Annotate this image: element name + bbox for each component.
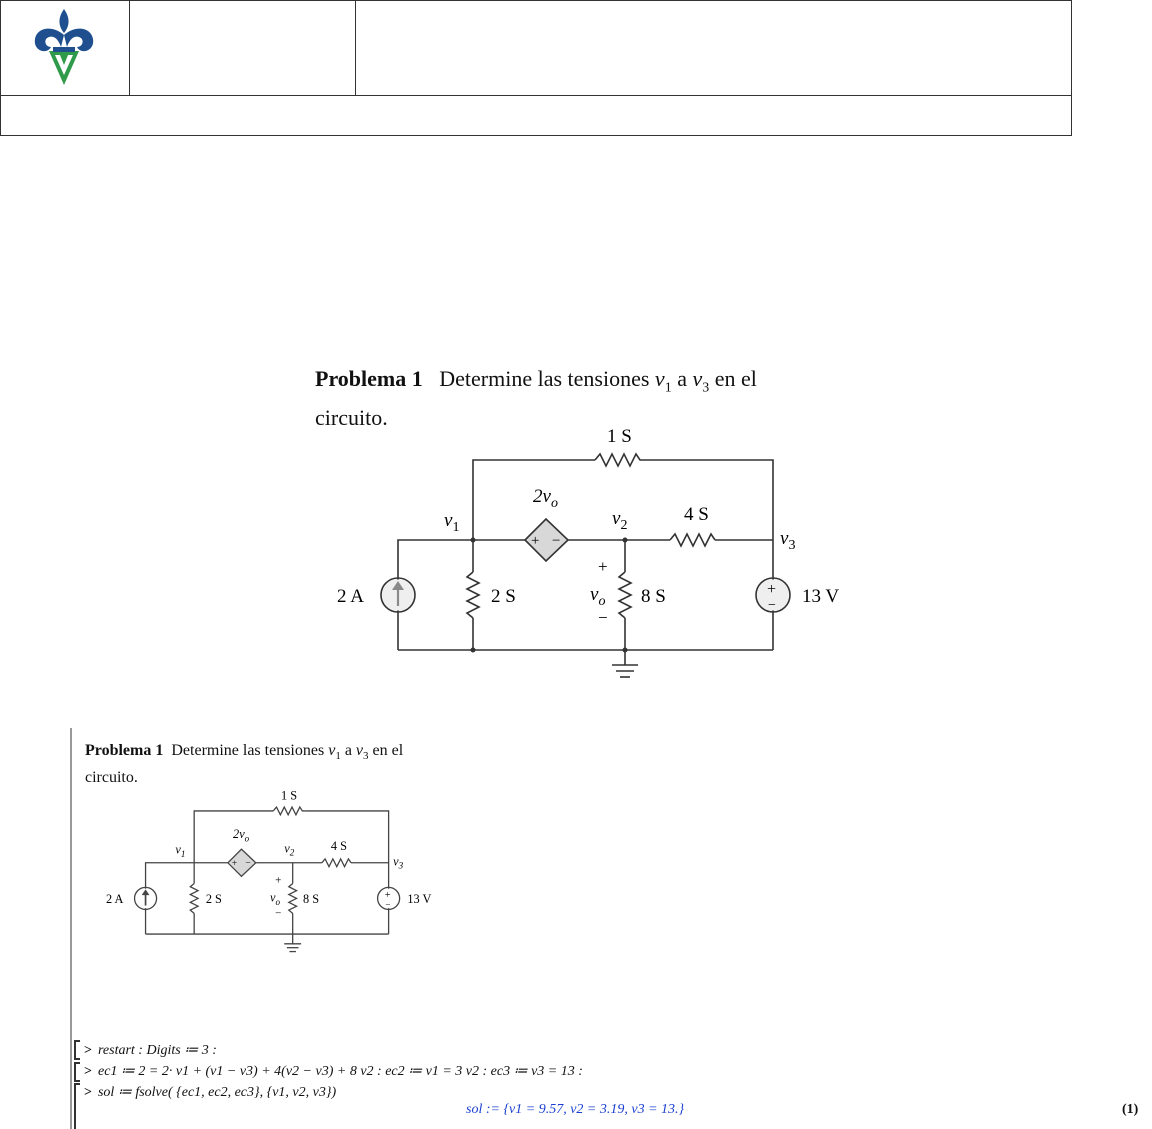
var-small-v3-sub: 3 <box>363 750 369 763</box>
problem-small-text-c: en el <box>368 742 404 759</box>
src-minus: − <box>768 598 776 613</box>
var-small-v1: v <box>328 742 336 759</box>
label-dep-sub-small: o <box>245 833 250 843</box>
problem-label: Problema 1 <box>315 366 423 391</box>
label-node-v1-sub-small: 1 <box>181 849 186 859</box>
var-v1-sub: 1 <box>664 380 672 396</box>
label-voltage-source: 13 V <box>802 586 839 607</box>
label-node-v3-sub: 3 <box>788 538 795 553</box>
problem-line2: circuito. <box>315 405 388 431</box>
svg-text:v2: v2 <box>284 841 294 857</box>
circuit-diagram-small: + − + − 1 S 2vo v1 v2 4 S v3 2 A 2 S + v… <box>106 788 432 953</box>
maple-input-1-text: restart : Digits ≔ 3 : <box>97 1043 217 1058</box>
problem-small-text-b: a <box>340 742 356 759</box>
label-vo-plus: + <box>598 557 608 576</box>
svg-text:v3: v3 <box>393 854 403 870</box>
dep-minus: − <box>552 533 560 549</box>
label-vo-minus: − <box>598 608 608 627</box>
label-current-source: 2 A <box>337 586 364 607</box>
label-r-mid: 4 S <box>684 504 709 525</box>
maple-prompt-1: > <box>84 1043 92 1058</box>
maple-input-3[interactable]: > sol ≔ fsolve( {ec1, ec2, ec3}, {v1, v2,… <box>84 1084 336 1101</box>
svg-text:v1: v1 <box>175 843 185 859</box>
problem-statement: Problema 1 Determine las tensiones v1 a … <box>315 364 835 433</box>
svg-text:2vo: 2vo <box>233 827 250 843</box>
svg-text:vo: vo <box>270 891 280 907</box>
label-vo: v <box>590 584 599 605</box>
problem-text-a: Determine las tensiones <box>439 366 655 391</box>
src-minus-small: − <box>385 900 390 910</box>
var-v3-sub: 3 <box>702 380 710 396</box>
problem-text-b: a <box>671 366 693 391</box>
label-vo-minus-small: − <box>275 908 281 920</box>
svg-text:v3: v3 <box>780 528 795 553</box>
label-node-v3-small: v <box>393 854 399 868</box>
maple-worksheet <box>70 728 1152 1129</box>
var-v1: v <box>654 366 665 391</box>
dep-minus-small: − <box>245 858 250 869</box>
maple-prompt-2: > <box>84 1064 92 1079</box>
var-v3: v <box>692 366 703 391</box>
problem-small-line2: circuito. <box>85 769 138 787</box>
header-row-1 <box>1 1 1071 96</box>
maple-input-2[interactable]: > ec1 ≔ 2 = 2· v1 + (v1 − v3) + 4(v2 − v3… <box>84 1063 583 1080</box>
svg-text:vo: vo <box>590 584 605 609</box>
label-node-v3-sub-small: 3 <box>398 861 404 871</box>
var-small-v3: v <box>355 742 364 759</box>
header-table <box>0 0 1072 136</box>
maple-input-3-text: sol ≔ fsolve( {ec1, ec2, ec3}, {v1, v2, … <box>97 1085 337 1100</box>
label-node-v1-small: v <box>175 843 181 857</box>
label-dep-source: 2v <box>533 486 552 507</box>
label-r-top: 1 S <box>607 426 632 447</box>
maple-input-1[interactable]: > restart : Digits ≔ 3 : <box>84 1042 217 1059</box>
label-r-8s: 8 S <box>641 586 666 607</box>
dep-plus: + <box>531 533 539 549</box>
label-vo-sub: o <box>598 594 605 609</box>
svg-text:v2: v2 <box>612 508 627 533</box>
problem-label-small: Problema 1 <box>85 742 164 759</box>
label-node-v2-sub: 2 <box>620 518 627 533</box>
label-node-v2-sub-small: 2 <box>290 848 295 858</box>
label-node-v2-small: v <box>284 841 290 855</box>
src-plus-small: + <box>385 890 391 901</box>
src-plus: + <box>767 581 776 598</box>
university-logo-icon <box>34 9 94 85</box>
label-node-v2: v <box>612 508 621 529</box>
label-node-v1: v <box>444 510 453 531</box>
exec-group-bracket-2[interactable] <box>74 1062 80 1082</box>
exec-group-bracket-1[interactable] <box>74 1040 80 1060</box>
maple-input-2-text: ec1 ≔ 2 = 2· v1 + (v1 − v3) + 4(v2 − v3)… <box>97 1064 583 1079</box>
label-node-v3: v <box>780 528 789 549</box>
problem-statement-small: Problema 1 Determine las tensiones v1 a … <box>85 740 415 789</box>
svg-text:v1: v1 <box>444 510 459 535</box>
label-r-top-small: 1 S <box>281 788 297 802</box>
label-node-v1-sub: 1 <box>452 520 459 535</box>
maple-prompt-3: > <box>84 1085 92 1100</box>
label-r-mid-small: 4 S <box>331 839 347 853</box>
var-small-v1-sub: 1 <box>335 750 341 763</box>
label-vo-sub-small: o <box>275 897 280 907</box>
header-cell-2 <box>129 1 356 95</box>
label-dep-sub: o <box>551 496 558 511</box>
equation-label: (1) <box>1122 1102 1139 1117</box>
problem-text-c: en el <box>709 366 757 391</box>
dep-plus-small: + <box>232 858 237 869</box>
logo-cell <box>1 1 130 95</box>
label-current-source-small: 2 A <box>106 892 124 906</box>
circuit-diagram: + − + − 1 S 2vo v1 v2 4 S v3 2 A 2 S + v… <box>337 426 839 678</box>
label-r-2s-small: 2 S <box>206 892 222 906</box>
problem-small-text-a: Determine las tensiones <box>171 742 329 759</box>
maple-output: sol := {v1 = 9.57, v2 = 3.19, v3 = 13.} <box>466 1102 685 1117</box>
label-dep-source-small: 2v <box>233 827 245 841</box>
label-vo-small: v <box>270 891 276 905</box>
label-vo-plus-small: + <box>275 875 281 887</box>
label-r-2s: 2 S <box>491 586 516 607</box>
label-voltage-source-small: 13 V <box>407 892 431 906</box>
svg-text:2vo: 2vo <box>533 486 558 511</box>
label-r-8s-small: 8 S <box>303 892 319 906</box>
exec-group-bracket-3[interactable] <box>74 1083 80 1129</box>
